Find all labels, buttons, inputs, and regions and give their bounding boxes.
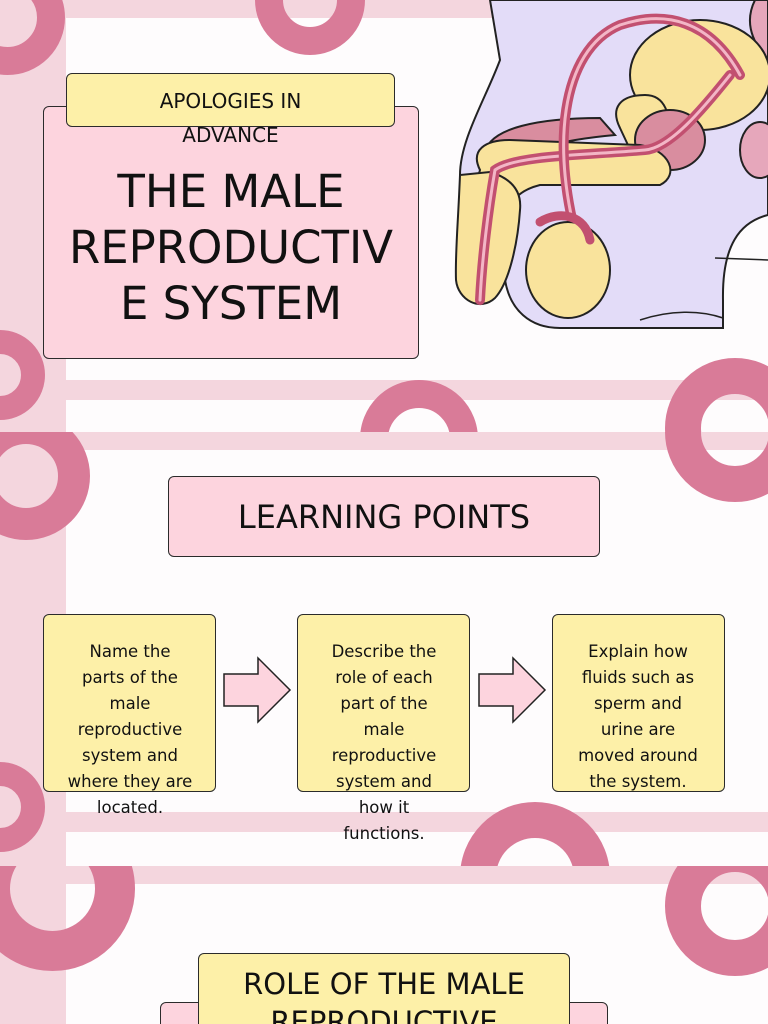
text-line: system and <box>336 772 432 791</box>
right-arrow-icon <box>223 656 292 724</box>
learning-point-card <box>43 614 216 792</box>
text-line: part of the <box>340 694 428 713</box>
learning-point-text: Explain how fluids such as sperm and uri… <box>553 639 723 795</box>
title-line: REPRODUCTIV <box>68 220 394 274</box>
apology-line: APOLOGIES IN <box>159 89 302 113</box>
learning-point-text: Name the parts of the male reproductive … <box>45 639 215 821</box>
text-line: reproductive <box>331 746 437 765</box>
section-heading: ROLE OF THE MALE REPRODUCTIVE <box>243 954 525 1024</box>
text-line: fluids such as <box>581 668 695 687</box>
text-line: male <box>363 720 405 739</box>
page-title: THE MALE REPRODUCTIV E SYSTEM <box>69 164 393 332</box>
text-line: where they are <box>67 772 193 791</box>
text-line: parts of the <box>82 668 178 687</box>
title-box: THE MALE REPRODUCTIV E SYSTEM <box>43 106 419 359</box>
anatomy-illustration <box>454 0 768 329</box>
slide-role: ROLE OF THE MALE REPRODUCTIVE <box>0 866 768 1024</box>
heading-line: REPRODUCTIVE <box>270 1005 498 1024</box>
decor-ring <box>665 432 768 502</box>
slide-learning-points: LEARNING POINTS Name the parts of the ma… <box>0 432 768 866</box>
learning-point-card <box>297 614 470 792</box>
section-heading: LEARNING POINTS <box>237 497 531 536</box>
text-line: located. <box>96 798 164 817</box>
decor-ring <box>665 358 768 432</box>
text-line: system and <box>82 746 178 765</box>
title-line: E SYSTEM <box>119 276 343 330</box>
learning-point-card <box>552 614 725 792</box>
slide-title: THE MALE REPRODUCTIV E SYSTEM APOLOGIES … <box>0 0 768 432</box>
decor-ring <box>665 866 768 976</box>
text-line: reproductive <box>77 720 183 739</box>
text-line: Explain how <box>588 642 688 661</box>
bottom-stripe <box>66 812 768 832</box>
apology-text: APOLOGIES IN ADVANCE <box>160 74 302 152</box>
text-line: urine are <box>600 720 676 739</box>
text-line: role of each <box>335 668 433 687</box>
title-line: THE MALE <box>117 164 345 218</box>
apology-banner: APOLOGIES IN ADVANCE <box>66 73 395 147</box>
decor-ring <box>255 0 365 55</box>
text-line: how it <box>358 798 410 817</box>
apology-line: ADVANCE <box>182 123 279 147</box>
text-line: Describe the <box>331 642 437 661</box>
text-line: sperm and <box>593 694 683 713</box>
text-line: moved around <box>578 746 698 765</box>
decor-ring <box>0 432 90 540</box>
heading-line: ROLE OF THE MALE <box>243 967 525 1001</box>
text-line: functions. <box>343 824 425 843</box>
right-arrow-icon <box>478 656 547 724</box>
text-line: male <box>109 694 151 713</box>
learning-point-text: Describe the role of each part of the ma… <box>299 639 469 847</box>
top-stripe <box>66 432 768 450</box>
role-heading-box: ROLE OF THE MALE REPRODUCTIVE <box>198 953 570 1024</box>
text-line: Name the <box>89 642 171 661</box>
decor-ring <box>0 866 135 971</box>
learning-points-heading-box: LEARNING POINTS <box>168 476 600 557</box>
top-stripe <box>66 866 768 884</box>
text-line: the system. <box>589 772 687 791</box>
